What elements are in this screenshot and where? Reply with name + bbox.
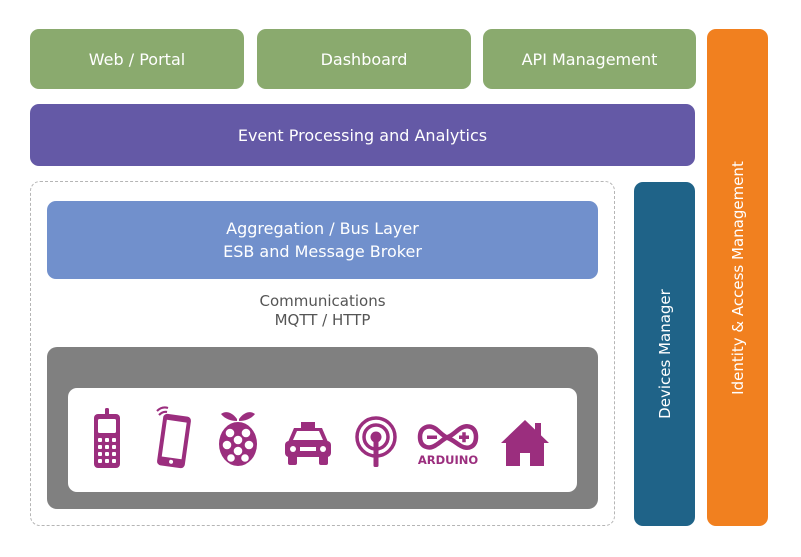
device-layer-container [30, 181, 615, 526]
aggregation-label: Aggregation / Bus Layer [226, 219, 419, 238]
mobile-phone-icon [94, 408, 120, 468]
aggregation-layer-box: Aggregation / Bus Layer ESB and Message … [47, 201, 598, 279]
dashboard-box: Dashboard [257, 29, 471, 89]
communications-label: Communications [259, 292, 386, 310]
api-management-label: API Management [521, 49, 658, 69]
raspberry-pi-icon [219, 412, 257, 466]
home-icon [501, 420, 549, 466]
protocols-label: MQTT / HTTP [274, 311, 371, 329]
api-management-box: API Management [483, 29, 696, 89]
identity-access-management-label: Identity & Access Management [728, 160, 747, 395]
arduino-wordmark: ARDUINO [418, 453, 479, 467]
dashboard-label: Dashboard [320, 49, 408, 69]
devices-manager-box: Devices Manager [634, 182, 695, 526]
arduino-icon: ARDUINO [417, 424, 479, 467]
web-portal-box: Web / Portal [30, 29, 244, 89]
car-icon [285, 422, 331, 465]
esb-broker-label: ESB and Message Broker [223, 242, 422, 261]
event-processing-box: Event Processing and Analytics [30, 104, 695, 166]
communications-text: Communications MQTT / HTTP [47, 292, 598, 330]
wireless-sensor-icon [355, 416, 397, 467]
smartphone-icon [156, 406, 191, 469]
web-portal-label: Web / Portal [88, 49, 186, 69]
event-processing-label: Event Processing and Analytics [237, 125, 488, 145]
devices-manager-label: Devices Manager [655, 289, 674, 419]
identity-access-management-box: Identity & Access Management [707, 29, 768, 526]
